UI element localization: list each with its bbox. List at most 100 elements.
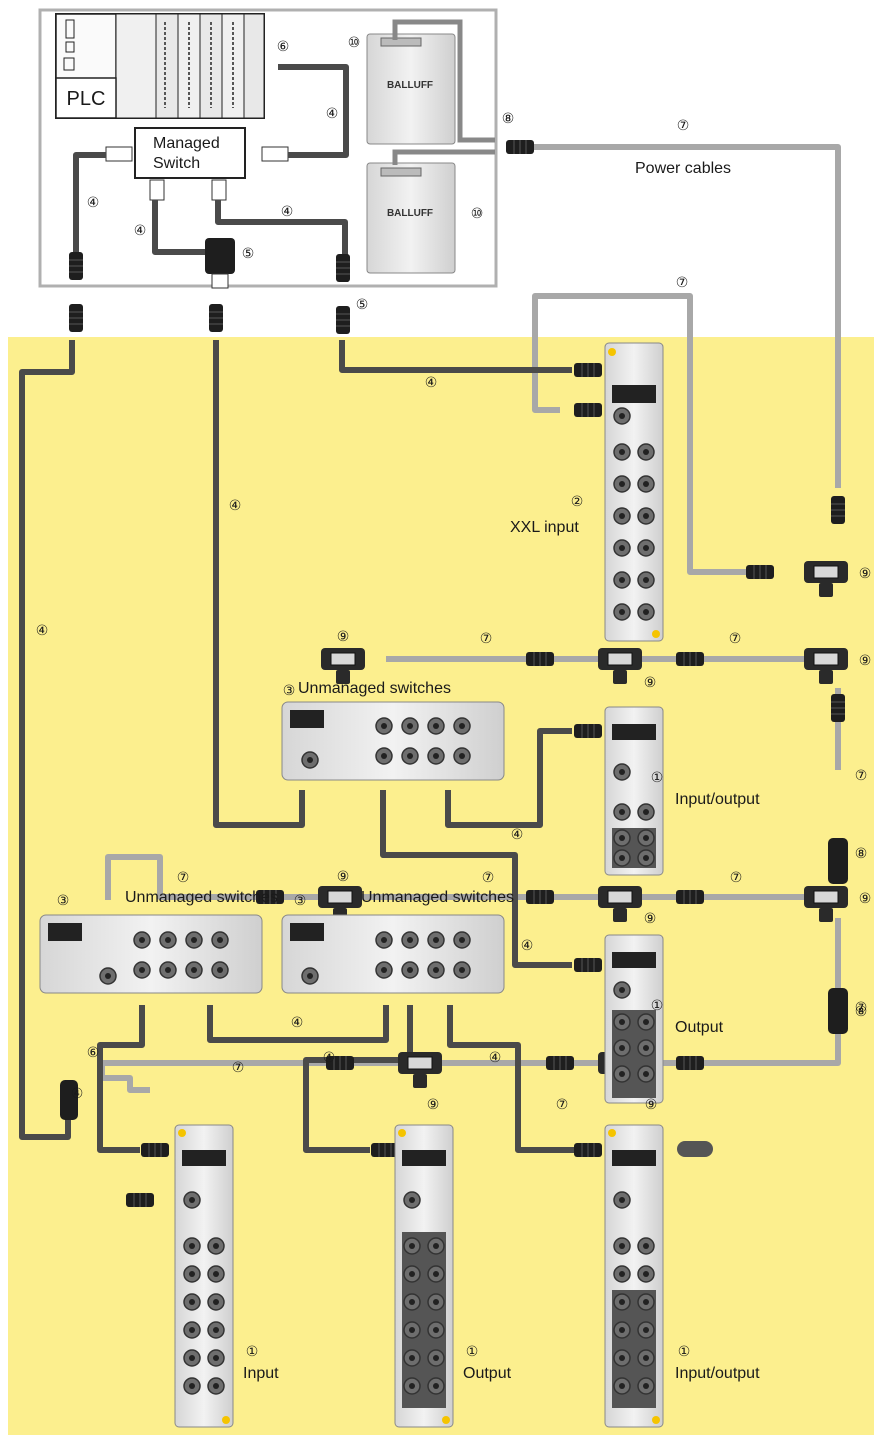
callout-8: ⑧: [502, 111, 515, 127]
power-supply-bottom: BALLUFF: [367, 163, 455, 273]
connector: [574, 724, 602, 738]
plc-label: PLC: [67, 88, 106, 110]
connector: [69, 304, 83, 332]
connector: [574, 403, 602, 417]
io-module-upper: [605, 707, 663, 875]
input-module-bottom: [175, 1125, 233, 1427]
callout-9: ⑨: [337, 629, 350, 645]
xxl-input-label: XXL input: [510, 519, 579, 536]
callout-7: ⑦: [482, 870, 495, 886]
callout-4: ④: [134, 223, 147, 239]
callout-1: ①: [246, 1344, 259, 1360]
unmanaged-switch-b: [40, 915, 262, 993]
callout-1: ①: [678, 1344, 691, 1360]
callout-7: ⑦: [556, 1097, 569, 1113]
connector: [336, 254, 350, 282]
connector: [574, 1143, 602, 1157]
callout-4: ④: [291, 1015, 304, 1031]
output-module-bottom: [395, 1125, 453, 1427]
callout-9: ⑨: [859, 891, 872, 907]
connector: [676, 652, 704, 666]
callout-3: ③: [294, 893, 307, 909]
callout-4: ④: [511, 827, 524, 843]
callout-3: ③: [283, 683, 296, 699]
power-supply-bottom-brand: BALLUFF: [387, 208, 433, 219]
end-cap-connector: [677, 1141, 713, 1157]
unmanaged-switches-label-a: Unmanaged switches: [298, 680, 451, 697]
managed-switch-label-line1: Managed: [153, 135, 220, 152]
unmanaged-switches-label-c: Unmanaged switches: [361, 889, 514, 906]
callout-4: ④: [71, 1086, 84, 1102]
callout-1: ①: [651, 998, 664, 1014]
connector: [831, 694, 845, 722]
connector: [574, 958, 602, 972]
connector: [546, 1056, 574, 1070]
plc: PLC: [56, 14, 264, 118]
callout-4: ④: [281, 204, 294, 220]
callout-8: ⑧: [855, 1004, 868, 1020]
input-label-bottom: Input: [243, 1365, 279, 1382]
connector: [676, 1056, 704, 1070]
connector: [506, 140, 534, 154]
unmanaged-switch-c: [282, 915, 504, 993]
callout-1: ①: [651, 770, 664, 786]
callout-7: ⑦: [730, 870, 743, 886]
callout-3: ③: [57, 893, 70, 909]
unmanaged-switches-label-b: Unmanaged switches: [125, 889, 278, 906]
callout-5: ⑤: [242, 246, 255, 262]
output-label-bottom: Output: [463, 1365, 512, 1382]
output-module-middle: [605, 935, 663, 1103]
connector: [69, 252, 83, 280]
callout-9: ⑨: [859, 653, 872, 669]
connector: [526, 890, 554, 904]
connector: [209, 304, 223, 332]
input-output-label-upper: Input/output: [675, 791, 760, 808]
callout-9: ⑨: [644, 911, 657, 927]
callout-4: ④: [87, 195, 100, 211]
connector: [141, 1143, 169, 1157]
io-module-bottom: [605, 1125, 663, 1427]
callout-9: ⑨: [644, 675, 657, 691]
connector: [526, 652, 554, 666]
callout-7: ⑦: [480, 631, 493, 647]
callout-10: ⑩: [471, 206, 484, 222]
callout-7: ⑦: [855, 768, 868, 784]
callout-5: ⑤: [356, 297, 369, 313]
input-output-label-bottom: Input/output: [675, 1365, 760, 1382]
callout-7: ⑦: [729, 631, 742, 647]
output-label-middle: Output: [675, 1019, 724, 1036]
power-cables-label: Power cables: [635, 160, 731, 177]
connector: [746, 565, 774, 579]
callout-4: ④: [521, 938, 534, 954]
callout-10: ⑩: [348, 35, 361, 51]
connector: [336, 306, 350, 334]
callout-4: ④: [323, 1050, 336, 1066]
callout-8: ⑧: [855, 846, 868, 862]
connector: [676, 890, 704, 904]
unmanaged-switch-a: [282, 702, 504, 780]
managed-switch-label-line2: Switch: [153, 155, 200, 172]
callout-1: ①: [466, 1344, 479, 1360]
callout-9: ⑨: [859, 566, 872, 582]
callout-7: ⑦: [676, 275, 689, 291]
connector: [126, 1193, 154, 1207]
callout-4: ④: [489, 1050, 502, 1066]
callout-4: ④: [326, 106, 339, 122]
inline-power-connector: [828, 988, 848, 1034]
callout-7: ⑦: [177, 870, 190, 886]
callout-9: ⑨: [427, 1097, 440, 1113]
xxl-input-module: [605, 343, 663, 641]
callout-7: ⑦: [232, 1060, 245, 1076]
callout-9: ⑨: [337, 869, 350, 885]
callout-9: ⑨: [645, 1097, 658, 1113]
callout-4: ④: [36, 623, 49, 639]
callout-2: ②: [571, 494, 584, 510]
callout-6: ⑥: [87, 1045, 100, 1061]
callout-6: ⑥: [277, 39, 290, 55]
callout-7: ⑦: [677, 118, 690, 134]
callout-4: ④: [425, 375, 438, 391]
power-supply-top-brand: BALLUFF: [387, 80, 433, 91]
connector: [574, 363, 602, 377]
inline-power-connector: [828, 838, 848, 884]
